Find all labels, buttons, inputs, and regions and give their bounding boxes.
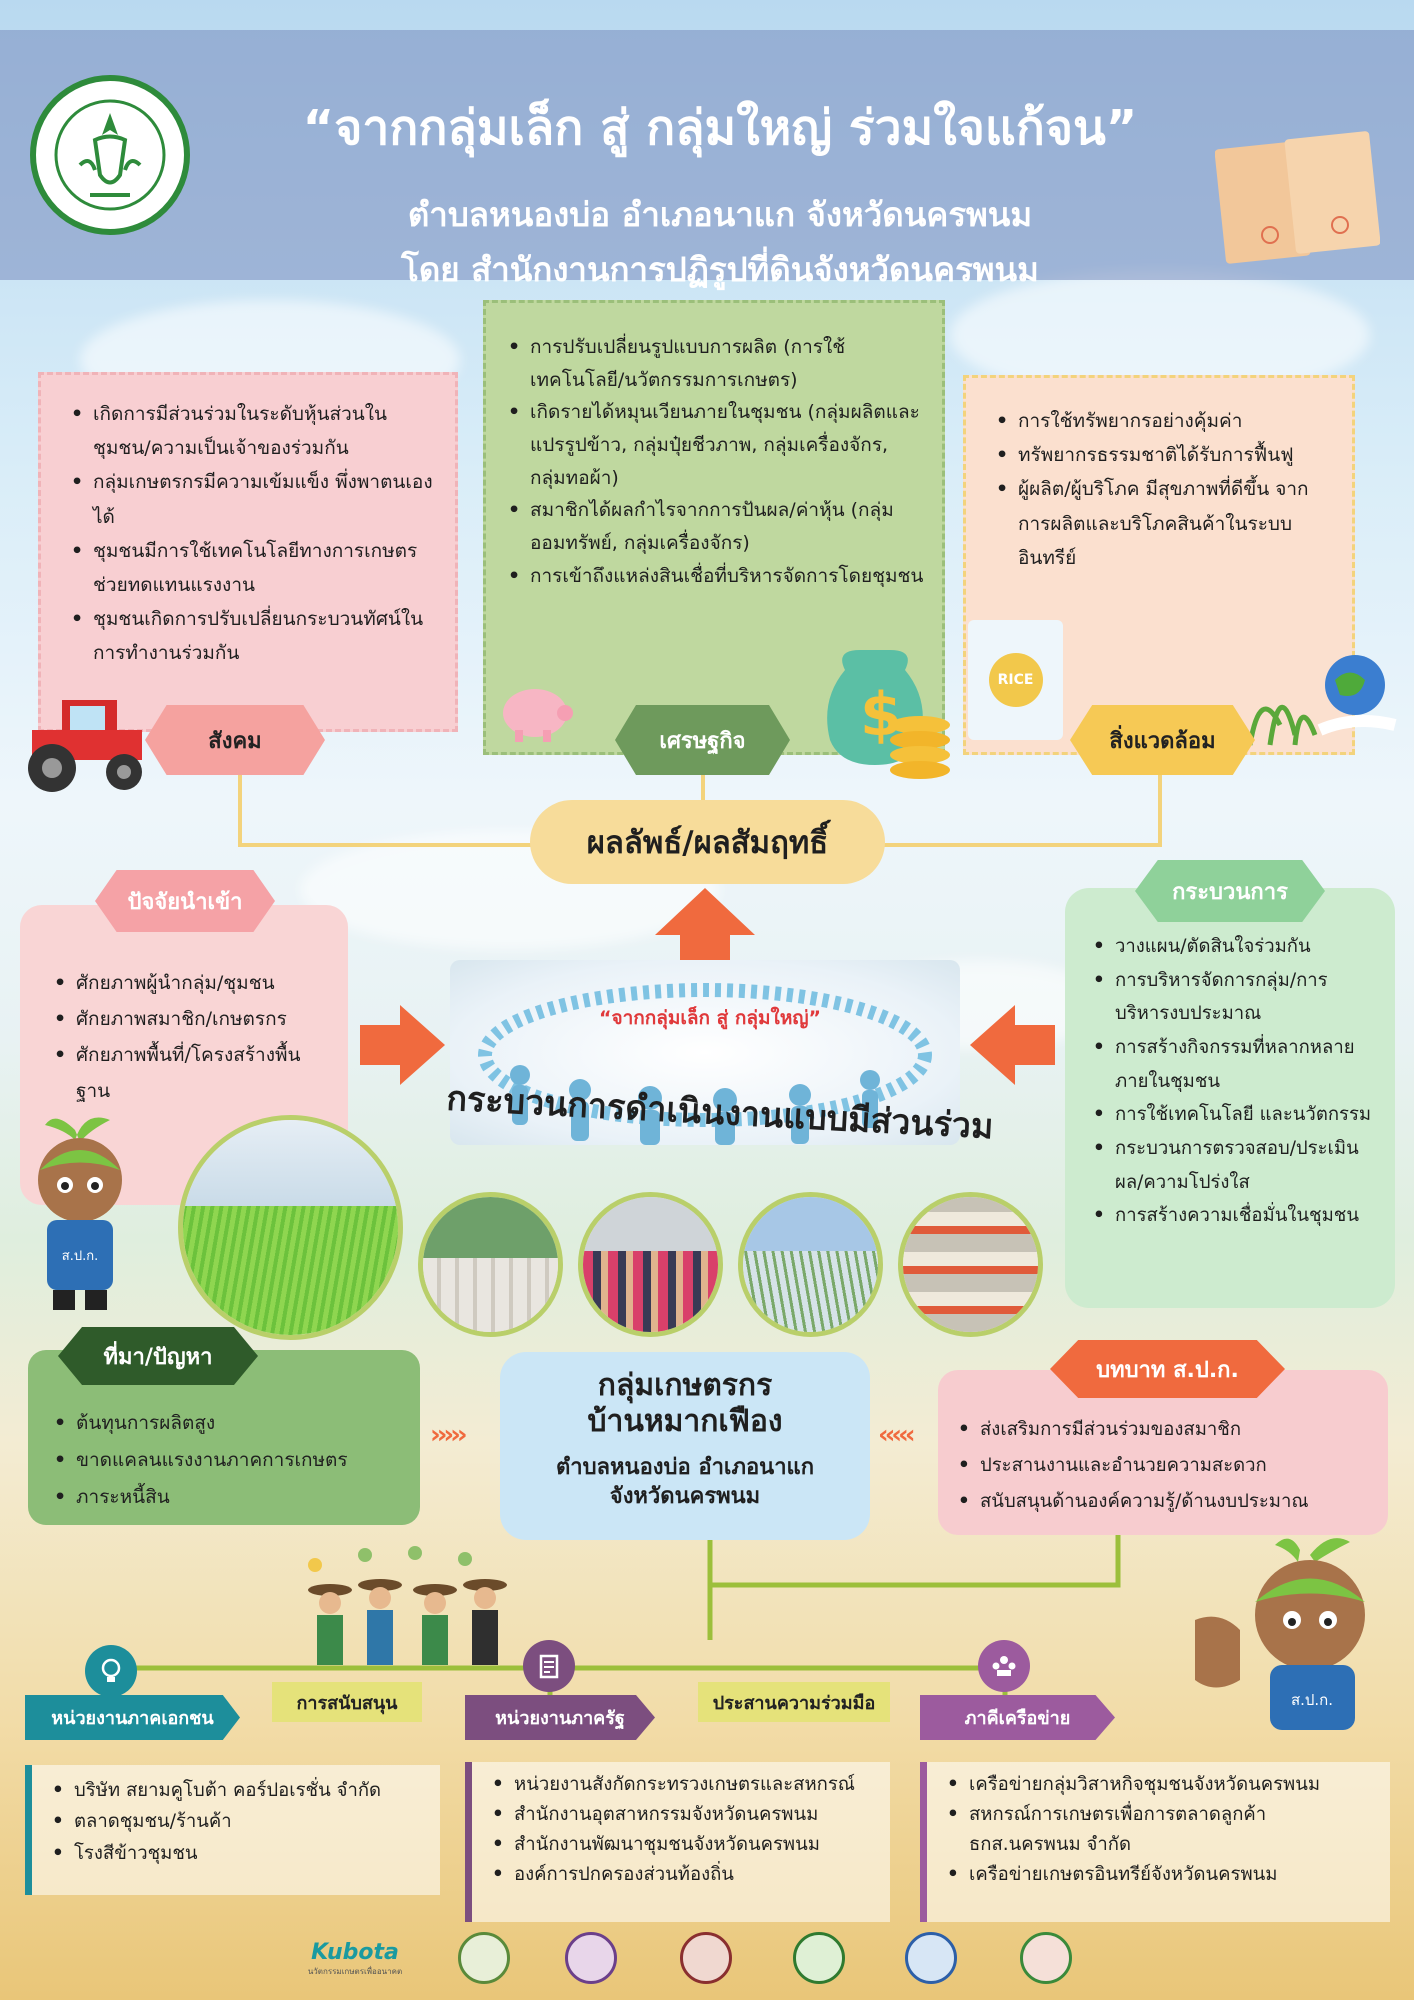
list-item: ประสานงานและอำนวยความสะดวก — [952, 1448, 1378, 1484]
subtitle-location: ตำบลหนองบ่อ อำเภอนาแก จังหวัดนครพนม — [407, 195, 1033, 234]
list-item: การบริหารจัดการกลุ่ม/การบริหารงบประมาณ — [1087, 964, 1381, 1031]
land-title-documents-icon — [1215, 131, 1380, 264]
list-item: สำนักงานพัฒนาชุมชนจังหวัดนครพนม — [486, 1830, 882, 1860]
community-meeting-photo — [578, 1192, 723, 1337]
list-item: องค์การปกครองส่วนท้องถิ่น — [486, 1860, 882, 1890]
rice-products-photo — [898, 1192, 1043, 1337]
group-location-line1: ตำบลหนองบ่อ อำเภอนาแก — [555, 1455, 815, 1480]
list-item: สนับสนุนด้านองค์ความรู้/ด้านงบประมาณ — [952, 1484, 1378, 1520]
tag-economy: เศรษฐกิจ — [615, 705, 790, 775]
chevron-right-icon: ››››› — [430, 1420, 468, 1450]
rice-field-photo — [178, 1115, 403, 1340]
tag-origin-problem: ที่มา/ปัญหา — [58, 1327, 258, 1385]
list-item: ภาระหนี้สิน — [48, 1479, 406, 1516]
list-item: กลุ่มเกษตรกรมีความเข้มแข็ง พึ่งพาตนเองได… — [65, 465, 435, 533]
ministry-footer-logo — [565, 1932, 617, 1984]
list-item: ผู้ผลิต/ผู้บริโภค มีสุขภาพที่ดีขึ้น จากก… — [990, 472, 1334, 575]
list-item: กระบวนการตรวจสอบ/ประเมินผล/ความโปร่งใส — [1087, 1132, 1381, 1199]
alro-logo — [30, 75, 190, 235]
list-item: ศักยภาพผู้นำกลุ่ม/ชุมชน — [48, 965, 330, 1001]
meeting-network-icon — [978, 1640, 1030, 1692]
list-item: สหกรณ์การเกษตรเพื่อการตลาดลูกค้า ธกส.นคร… — [941, 1800, 1382, 1860]
list-item: ต้นทุนการผลิตสูง — [48, 1405, 406, 1442]
province-footer-logo — [793, 1932, 845, 1984]
tag-environment: สิ่งแวดล้อม — [1070, 705, 1255, 775]
agency-footer-logo — [680, 1932, 732, 1984]
list-item: ขาดแคลนแรงงานภาคการเกษตร — [48, 1442, 406, 1479]
government-sector-list: หน่วยงานสังกัดกระทรวงเกษตรและสหกรณ์ สำนั… — [465, 1762, 890, 1922]
list-item: การปรับเปลี่ยนรูปแบบการผลิต (การใช้เทคโน… — [502, 331, 924, 396]
network-partners-list: เครือข่ายกลุ่มวิสาหกิจชุมชนจังหวัดนครพนม… — [920, 1762, 1390, 1922]
people-holding-hands-icon — [478, 983, 932, 1145]
subtitle-agency: โดย สำนักงานการปฏิรูปที่ดินจังหวัดนครพนม — [401, 250, 1039, 289]
list-item: สำนักงานอุตสาหกรรมจังหวัดนครพนม — [486, 1800, 882, 1830]
main-title: “จากกลุ่มเล็ก สู่ กลุ่มใหญ่ ร่วมใจแก้จน” — [302, 100, 1138, 156]
list-item: ศักยภาพสมาชิก/เกษตรกร — [48, 1001, 330, 1037]
mascot-badge: ส.ป.ก. — [62, 1249, 98, 1264]
group-name-line2: บ้านหมากเฟือง — [587, 1404, 783, 1439]
kubota-wordmark: Kubota — [311, 1940, 399, 1965]
list-item: เกิดรายได้หมุนเวียนภายในชุมชน (กลุ่มผลิต… — [502, 396, 924, 494]
globe-hand-plant-icon — [1247, 655, 1397, 746]
list-item: การใช้ทรัพยากรอย่างคุ้มค่า — [990, 404, 1334, 438]
list-item: หน่วยงานสังกัดกระทรวงเกษตรและสหกรณ์ — [486, 1770, 882, 1800]
list-item: เครือข่ายกลุ่มวิสาหกิจชุมชนจังหวัดนครพนม — [941, 1770, 1382, 1800]
list-item: ชุมชนมีการใช้เทคโนโลยีทางการเกษตร ช่วยทด… — [65, 534, 435, 602]
list-item: ศักยภาพพื้นที่/โครงสร้างพื้นฐาน — [48, 1037, 330, 1109]
rice-sacks-photo — [418, 1192, 563, 1337]
list-item: การเข้าถึงแหล่งสินเชื่อที่บริหารจัดการโด… — [502, 560, 924, 593]
results-achievement-pill: ผลลัพธ์/ผลสัมฤทธิ์ — [530, 800, 885, 884]
header-band: “จากกลุ่มเล็ก สู่ กลุ่มใหญ่ ร่วมใจแก้จน”… — [0, 30, 1414, 289]
list-item: ตลาดชุมชน/ร้านค้า — [46, 1806, 430, 1838]
list-item: การสร้างความเชื่อมั่นในชุมชน — [1087, 1199, 1381, 1233]
group-location-line2: จังหวัดนครพนม — [609, 1483, 761, 1509]
people-circle-illustration — [450, 960, 960, 1145]
alro-footer-logo — [458, 1932, 510, 1984]
document-checklist-icon — [523, 1640, 575, 1692]
list-item: โรงสีข้าวชุมชน — [46, 1838, 430, 1870]
chevron-left-icon: ‹‹‹‹‹ — [878, 1420, 916, 1450]
list-item: ส่งเสริมการมีส่วนร่วมของสมาชิก — [952, 1412, 1378, 1448]
lightbulb-icon — [85, 1645, 137, 1697]
mascot-badge: ส.ป.ก. — [1291, 1691, 1333, 1709]
list-item: ทรัพยากรธรรมชาติได้รับการฟื้นฟู — [990, 438, 1334, 472]
list-item: การสร้างกิจกรรมที่หลากหลายภายในชุมชน — [1087, 1031, 1381, 1098]
private-sector-list: บริษัท สยามคูโบต้า คอร์ปอเรชั่น จำกัด ตล… — [25, 1765, 440, 1895]
list-item: สมาชิกได้ผลกำไรจากการปันผล/ค่าหุ้น (กลุ่… — [502, 494, 924, 559]
farmers-group-icon — [308, 1546, 507, 1665]
piggy-bank-icon — [503, 689, 573, 742]
group-name-line1: กลุ่มเกษตรกร — [597, 1368, 773, 1403]
government-sector-tag: หน่วยงานภาครัฐ — [465, 1695, 655, 1740]
alro-mascot-right: ส.ป.ก. — [1195, 1538, 1365, 1730]
cooperation-label: ประสานความร่วมมือ — [698, 1682, 890, 1722]
tag-inputs: ปัจจัยนำเข้า — [95, 870, 275, 932]
deity-emblem-icon — [54, 99, 166, 211]
tag-process: กระบวนการ — [1135, 860, 1325, 922]
social-outcomes-box: เกิดการมีส่วนร่วมในระดับหุ้นส่วนในชุมชน/… — [38, 372, 458, 732]
list-item: บริษัท สยามคูโบต้า คอร์ปอเรชั่น จำกัด — [46, 1775, 430, 1807]
list-item: ชุมชนเกิดการปรับเปลี่ยนกระบวนทัศน์ในการท… — [65, 602, 435, 670]
kubota-slogan: นวัตกรรมเกษตรเพื่ออนาคต — [307, 1967, 403, 1976]
farmer-group-box: กลุ่มเกษตรกร บ้านหมากเฟือง ตำบลหนองบ่อ อ… — [500, 1352, 870, 1540]
rice-planting-photo — [738, 1192, 883, 1337]
list-item: เกิดการมีส่วนร่วมในระดับหุ้นส่วนในชุมชน/… — [65, 397, 435, 465]
list-item: วางแผน/ตัดสินใจร่วมกัน — [1087, 930, 1381, 964]
rice-bag: RICE — [968, 620, 1063, 740]
cooperative-footer-logo — [905, 1932, 957, 1984]
rice-label: RICE — [988, 653, 1043, 707]
network-partners-tag: ภาคีเครือข่าย — [920, 1695, 1115, 1740]
private-sector-tag: หน่วยงานภาคเอกชน — [25, 1695, 240, 1740]
list-item: การใช้เทคโนโลยี และนวัตกรรม — [1087, 1098, 1381, 1132]
organic-network-footer-logo — [1020, 1932, 1072, 1984]
tractor-icon — [28, 700, 142, 792]
money-bag-coins-icon: $ — [827, 650, 950, 779]
circle-caption: “จากกลุ่มเล็ก สู่ กลุ่มใหญ่” — [598, 1007, 822, 1029]
process-box: วางแผน/ตัดสินใจร่วมกัน การบริหารจัดการกล… — [1065, 888, 1395, 1308]
kubota-logo: Kubota นวัตกรรมเกษตรเพื่ออนาคต — [305, 1940, 405, 1978]
support-label: การสนับสนุน — [272, 1682, 422, 1722]
tag-social: สังคม — [145, 705, 325, 775]
list-item: เครือข่ายเกษตรอินทรีย์จังหวัดนครพนม — [941, 1860, 1382, 1890]
tag-alro-role: บทบาท ส.ป.ก. — [1050, 1340, 1285, 1398]
alro-mascot-left: ส.ป.ก. — [38, 1117, 122, 1310]
